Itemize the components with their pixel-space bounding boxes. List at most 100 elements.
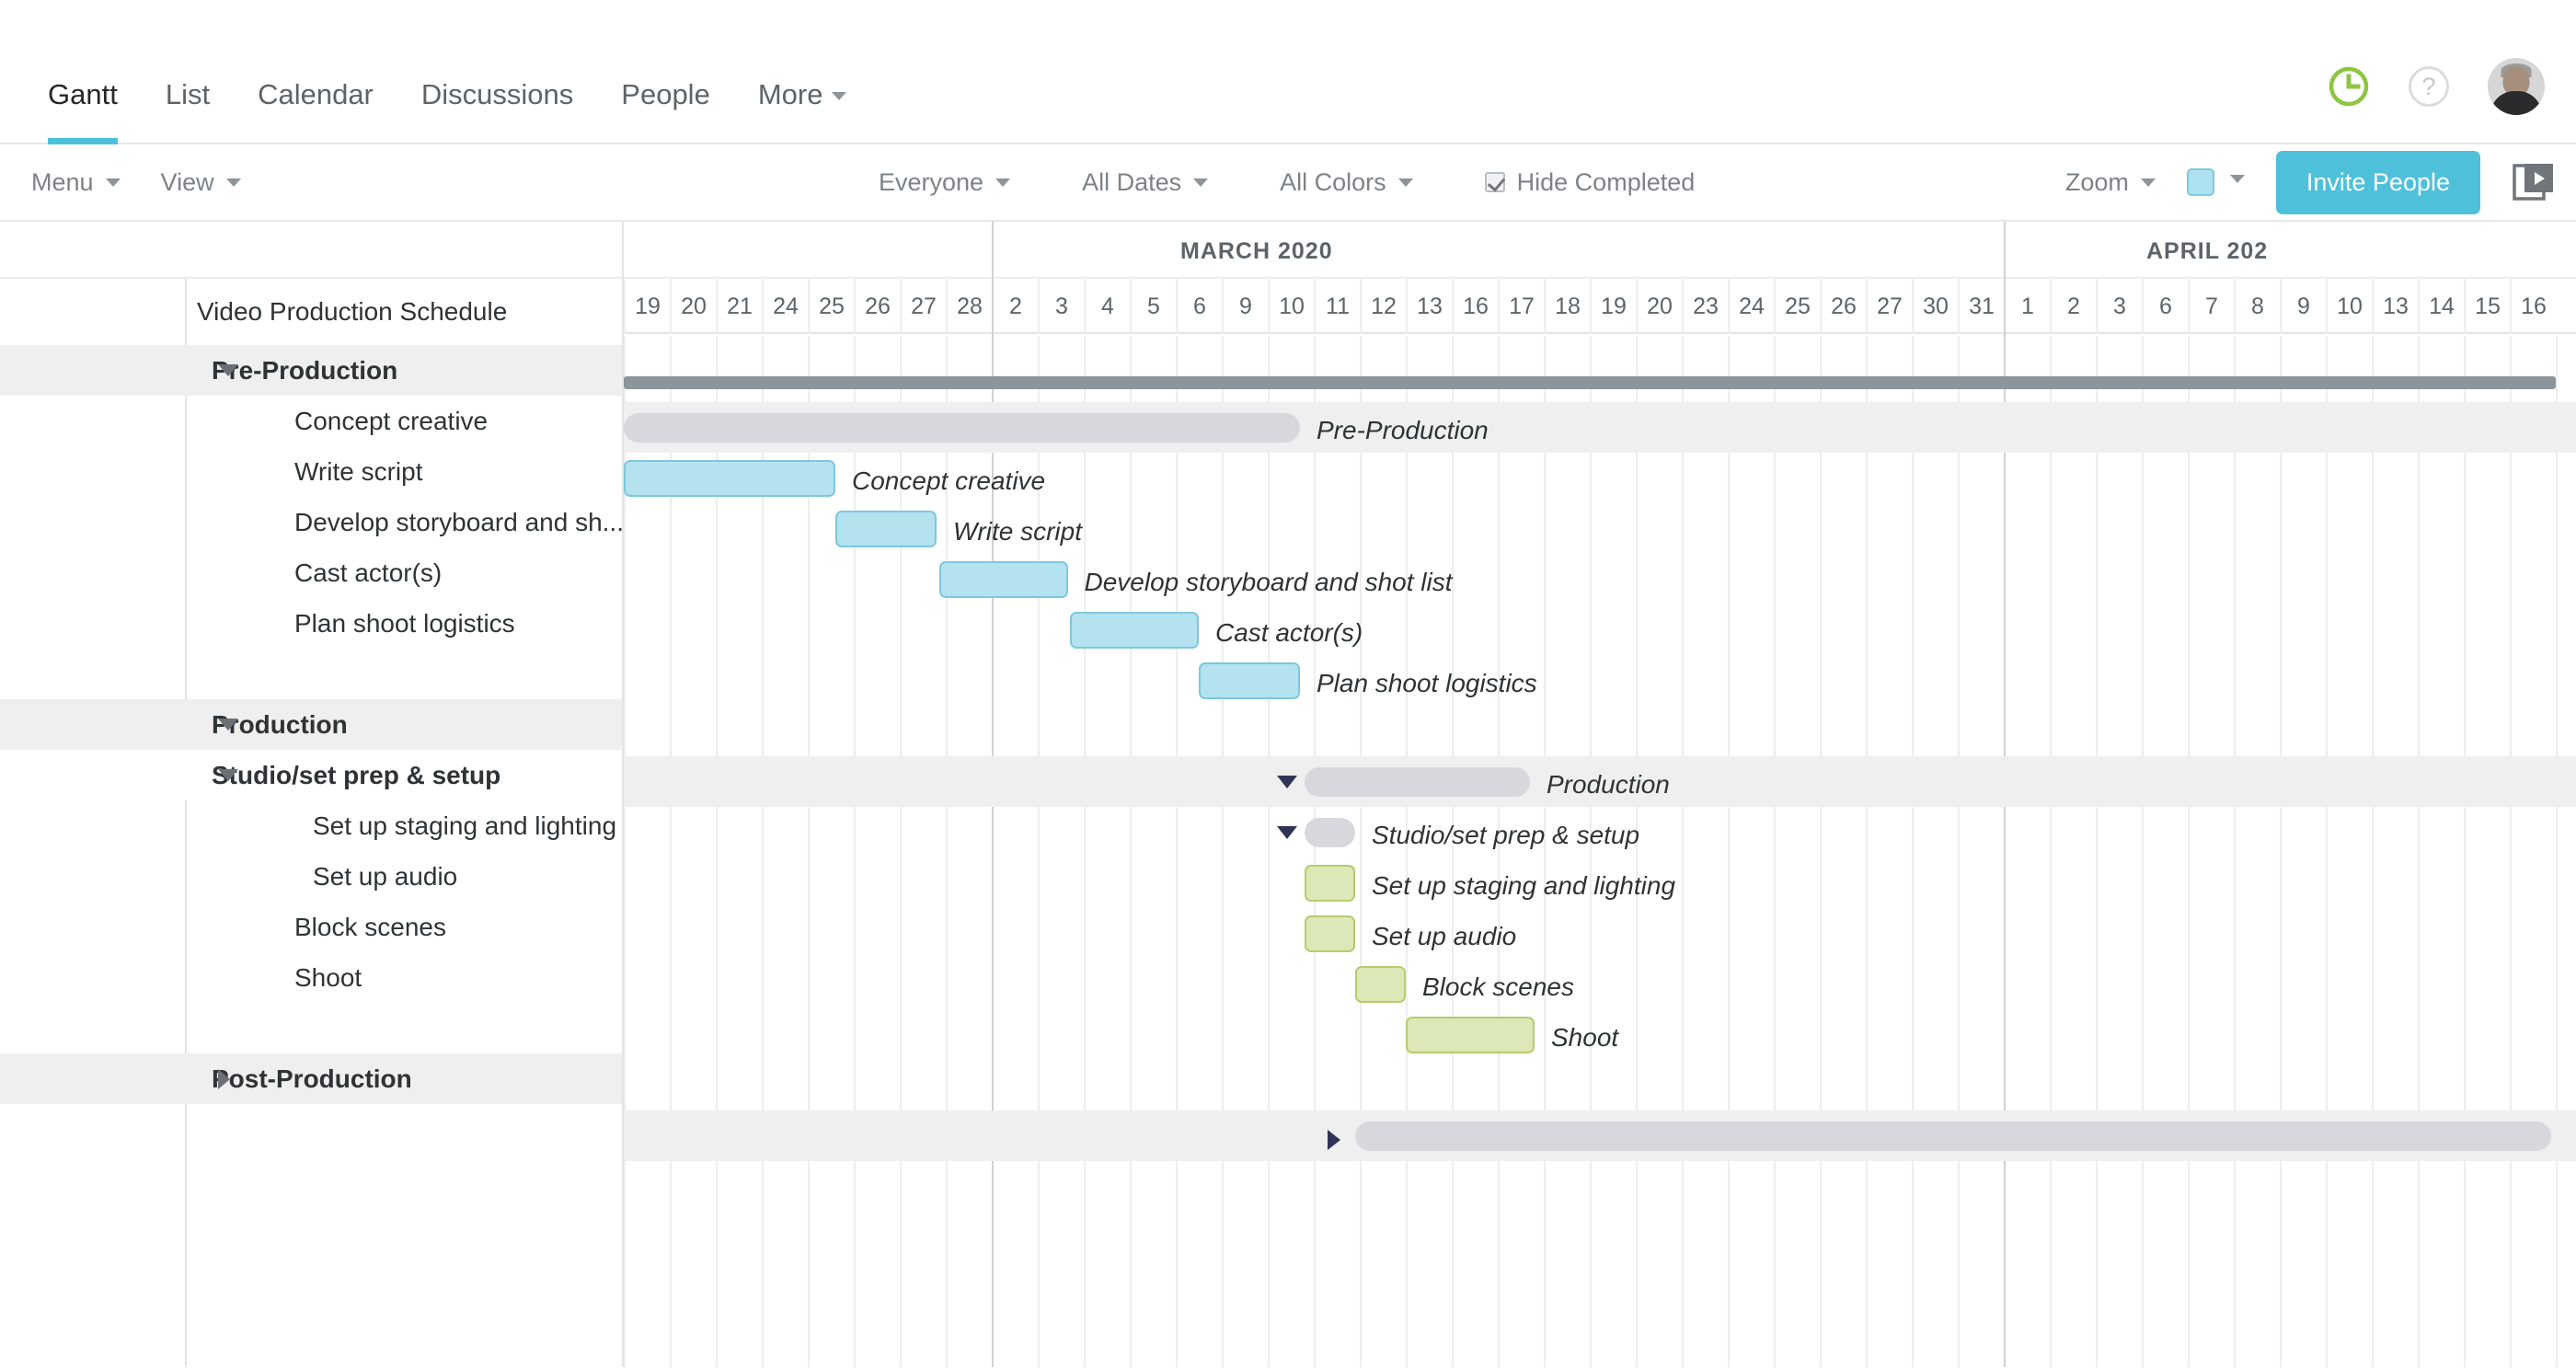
- sidebar-row-concept-creative[interactable]: Concept creative: [0, 396, 622, 446]
- chevron-down-icon[interactable]: [218, 364, 238, 376]
- day-header-cell: 1: [2004, 279, 2050, 334]
- sidebar-row-spacer: [0, 1003, 622, 1053]
- gantt-bar-set-up-audio[interactable]: [1305, 915, 1355, 952]
- chevron-down-icon: [2140, 178, 2156, 187]
- grid-line: [1728, 336, 1730, 1367]
- sidebar-row-pre-production[interactable]: Pre-Production: [0, 345, 622, 396]
- grid-line: [762, 336, 764, 1367]
- grid-line: [1636, 336, 1638, 1367]
- month-label: MARCH 2020: [1180, 238, 1333, 264]
- day-header-cell: 23: [1682, 279, 1728, 334]
- color-swatch[interactable]: [2186, 168, 2214, 196]
- day-header-cell: 14: [2418, 279, 2464, 334]
- hide-completed-toggle[interactable]: Hide Completed: [1484, 168, 1695, 197]
- day-header-cell: 11: [1314, 279, 1360, 334]
- gantt-bar-cast-actor-s[interactable]: [1070, 611, 1199, 649]
- gantt-bar-project[interactable]: [624, 376, 2556, 389]
- gantt-bar-label-shoot: Shoot: [1551, 1022, 1619, 1052]
- chevron-down-icon[interactable]: [218, 719, 238, 731]
- timer-clock-icon[interactable]: [2328, 65, 2370, 108]
- day-header-cell: 2: [992, 279, 1038, 334]
- color-swatch-dropdown[interactable]: [2186, 168, 2245, 196]
- grid-line: [1958, 336, 1960, 1367]
- day-header-cell: 13: [1406, 279, 1452, 334]
- view-label: View: [160, 167, 214, 196]
- dates-filter-dropdown[interactable]: All Dates: [1082, 168, 1209, 197]
- grid-line: [1590, 336, 1592, 1367]
- gantt-bar-label-concept-creative: Concept creative: [852, 466, 1046, 495]
- nav-tab-list[interactable]: List: [142, 78, 234, 143]
- toolbar-right-group: Zoom Invite People: [2065, 150, 2556, 214]
- gantt-bar-write-script[interactable]: [835, 510, 937, 547]
- view-dropdown[interactable]: View: [161, 168, 241, 197]
- help-question-icon[interactable]: ?: [2409, 66, 2449, 107]
- gantt-bar-block-scenes[interactable]: [1355, 965, 1406, 1003]
- day-header-cell: 6: [1176, 279, 1222, 334]
- day-header-cell: 8: [2234, 279, 2280, 334]
- sidebar-row-cast-actor-s[interactable]: Cast actor(s): [0, 547, 622, 598]
- sidebar-row-label: Cast actor(s): [294, 558, 443, 587]
- gantt-bar-studio-set-prep-setup[interactable]: [1305, 817, 1355, 847]
- invite-people-button[interactable]: Invite People: [2275, 150, 2480, 214]
- gantt-bar-develop-storyboard-and-shot-list[interactable]: [938, 560, 1068, 598]
- sidebar-row-label: Block scenes: [294, 912, 446, 941]
- gantt-bar-shoot[interactable]: [1406, 1016, 1535, 1053]
- chevron-right-icon[interactable]: [218, 1068, 230, 1089]
- checkbox-checked-icon[interactable]: [1484, 172, 1505, 192]
- nav-tab-people[interactable]: People: [597, 78, 734, 143]
- chevron-down-icon: [105, 178, 121, 187]
- grid-line: [2372, 336, 2374, 1367]
- day-header-cell: 17: [1498, 279, 1544, 334]
- grid-line: [1452, 336, 1454, 1367]
- sidebar-row-develop-storyboard-and-sh[interactable]: Develop storyboard and sh...: [0, 497, 624, 547]
- timeline-chevron-down-icon[interactable]: [1277, 825, 1297, 839]
- grid-line: [1682, 336, 1684, 1367]
- gantt-bar-post-production[interactable]: [1355, 1121, 2551, 1151]
- sidebar-row-post-production[interactable]: Post-Production: [0, 1053, 622, 1104]
- menu-dropdown[interactable]: Menu: [31, 168, 121, 197]
- grid-line: [1498, 336, 1500, 1367]
- nav-tab-more[interactable]: More: [734, 78, 871, 143]
- colors-filter-dropdown[interactable]: All Colors: [1280, 168, 1413, 197]
- gantt-bar-plan-shoot-logistics[interactable]: [1199, 661, 1300, 699]
- sidebar-row-plan-shoot-logistics[interactable]: Plan shoot logistics: [0, 598, 622, 649]
- sidebar-row-label: Develop storyboard and sh...: [294, 507, 624, 536]
- gantt-bar-pre-production[interactable]: [624, 412, 1300, 443]
- chevron-down-icon[interactable]: [218, 769, 238, 781]
- sidebar-row-set-up-audio[interactable]: Set up audio: [0, 851, 622, 902]
- grid-line: [854, 336, 856, 1367]
- chevron-down-icon: [1193, 178, 1209, 187]
- sidebar-row-shoot[interactable]: Shoot: [0, 952, 622, 1003]
- nav-tab-discussions[interactable]: Discussions: [397, 78, 597, 143]
- sidebar-row-production[interactable]: Production: [0, 699, 622, 750]
- user-avatar[interactable]: [2488, 58, 2545, 115]
- sidebar-row-set-up-staging-and-lighting[interactable]: Set up staging and lighting: [0, 800, 622, 851]
- gantt-bar-concept-creative[interactable]: [624, 459, 835, 497]
- sidebar-row-block-scenes[interactable]: Block scenes: [0, 902, 622, 952]
- zoom-label: Zoom: [2064, 167, 2129, 196]
- day-header-cell: 3: [2096, 279, 2142, 334]
- zoom-dropdown[interactable]: Zoom: [2065, 168, 2156, 197]
- grid-line: [2004, 336, 2006, 1367]
- grid-line: [900, 336, 902, 1367]
- gantt-bar-production[interactable]: [1305, 766, 1530, 797]
- grid-line: [2326, 336, 2328, 1367]
- nav-tab-calendar[interactable]: Calendar: [234, 78, 397, 143]
- day-header-cell: 24: [762, 279, 808, 334]
- sidebar-row-write-script[interactable]: Write script: [0, 446, 622, 497]
- gantt-bar-set-up-staging-and-lighting[interactable]: [1305, 864, 1355, 902]
- presentation-play-icon[interactable]: [2512, 161, 2556, 203]
- nav-tab-gantt[interactable]: Gantt: [24, 78, 142, 144]
- people-filter-dropdown[interactable]: Everyone: [879, 168, 1011, 197]
- day-header-cell: 12: [1360, 279, 1406, 334]
- sidebar-row-studio-set-prep-setup[interactable]: Studio/set prep & setup: [0, 750, 622, 800]
- timeline-chevron-down-icon[interactable]: [1277, 775, 1297, 788]
- day-header-cell: 20: [670, 279, 716, 334]
- timeline-chevron-right-icon[interactable]: [1328, 1129, 1340, 1150]
